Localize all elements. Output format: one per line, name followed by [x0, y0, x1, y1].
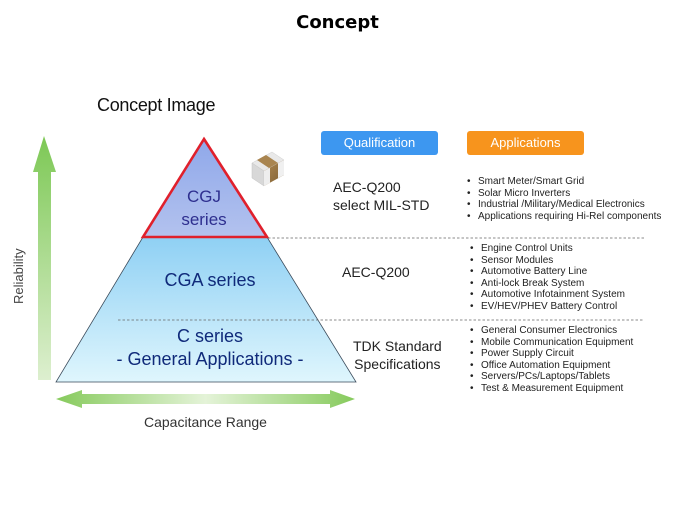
- slide-title: Concept: [296, 12, 379, 33]
- list-item: Servers/PCs/Laptops/Tablets: [469, 371, 633, 383]
- applications-list-cgj: Smart Meter/Smart Grid Solar Micro Inver…: [466, 176, 661, 222]
- qualification-cgj: AEC-Q200 select MIL-STD: [333, 178, 429, 214]
- list-item: Applications requiring Hi-Rel components: [466, 211, 661, 223]
- list-item: Smart Meter/Smart Grid: [466, 176, 661, 188]
- list-item: Anti-lock Break System: [469, 278, 625, 290]
- concept-image-heading: Concept Image: [97, 95, 216, 115]
- applications-header: Applications: [467, 131, 584, 155]
- list-item: Automotive Infotainment System: [469, 289, 625, 301]
- list-item: EV/HEV/PHEV Battery Control: [469, 301, 625, 313]
- qualification-cgj-line1: AEC-Q200: [333, 179, 401, 195]
- tier-label-cga: CGA series: [120, 270, 300, 291]
- capacitance-arrow: [56, 390, 355, 408]
- list-item: Power Supply Circuit: [469, 348, 633, 360]
- qualification-c-line1: TDK Standard: [353, 338, 442, 354]
- tier-label-c: C series - General Applications -: [85, 325, 335, 371]
- list-item: Automotive Battery Line: [469, 266, 625, 278]
- tier-label-c-line2: - General Applications -: [116, 349, 304, 369]
- mlcc-chip-icon: [251, 151, 285, 187]
- tier-label-c-line1: C series: [176, 326, 243, 346]
- tier-label-cga-line1: CGA series: [164, 270, 256, 290]
- applications-list-c: General Consumer Electronics Mobile Comm…: [469, 325, 633, 395]
- tier-label-cgj-line2: series: [181, 210, 227, 229]
- list-item: General Consumer Electronics: [469, 325, 633, 337]
- list-item: Industrial /Military/Medical Electronics: [466, 199, 661, 211]
- cgj-triangle: [140, 136, 270, 239]
- tier-label-cgj-line1: CGJ: [187, 187, 221, 206]
- qualification-cga: AEC-Q200: [342, 263, 410, 281]
- list-item: Sensor Modules: [469, 255, 625, 267]
- list-item: Solar Micro Inverters: [466, 188, 661, 200]
- list-item: Mobile Communication Equipment: [469, 337, 633, 349]
- qualification-c: TDK Standard Specifications: [353, 337, 442, 373]
- list-item: Office Automation Equipment: [469, 360, 633, 372]
- qualification-c-line2: Specifications: [354, 356, 441, 372]
- qualification-cgj-line2: select MIL-STD: [333, 197, 430, 213]
- applications-list-cga: Engine Control Units Sensor Modules Auto…: [469, 243, 625, 313]
- reliability-axis-label: Reliability: [11, 248, 26, 304]
- qualification-cga-line1: AEC-Q200: [342, 264, 410, 280]
- reliability-arrow: [33, 136, 56, 380]
- capacitance-axis-label: Capacitance Range: [144, 414, 267, 430]
- qualification-header: Qualification: [321, 131, 438, 155]
- tier-label-cgj: CGJ series: [164, 185, 244, 231]
- list-item: Engine Control Units: [469, 243, 625, 255]
- list-item: Test & Measurement Equipment: [469, 383, 633, 395]
